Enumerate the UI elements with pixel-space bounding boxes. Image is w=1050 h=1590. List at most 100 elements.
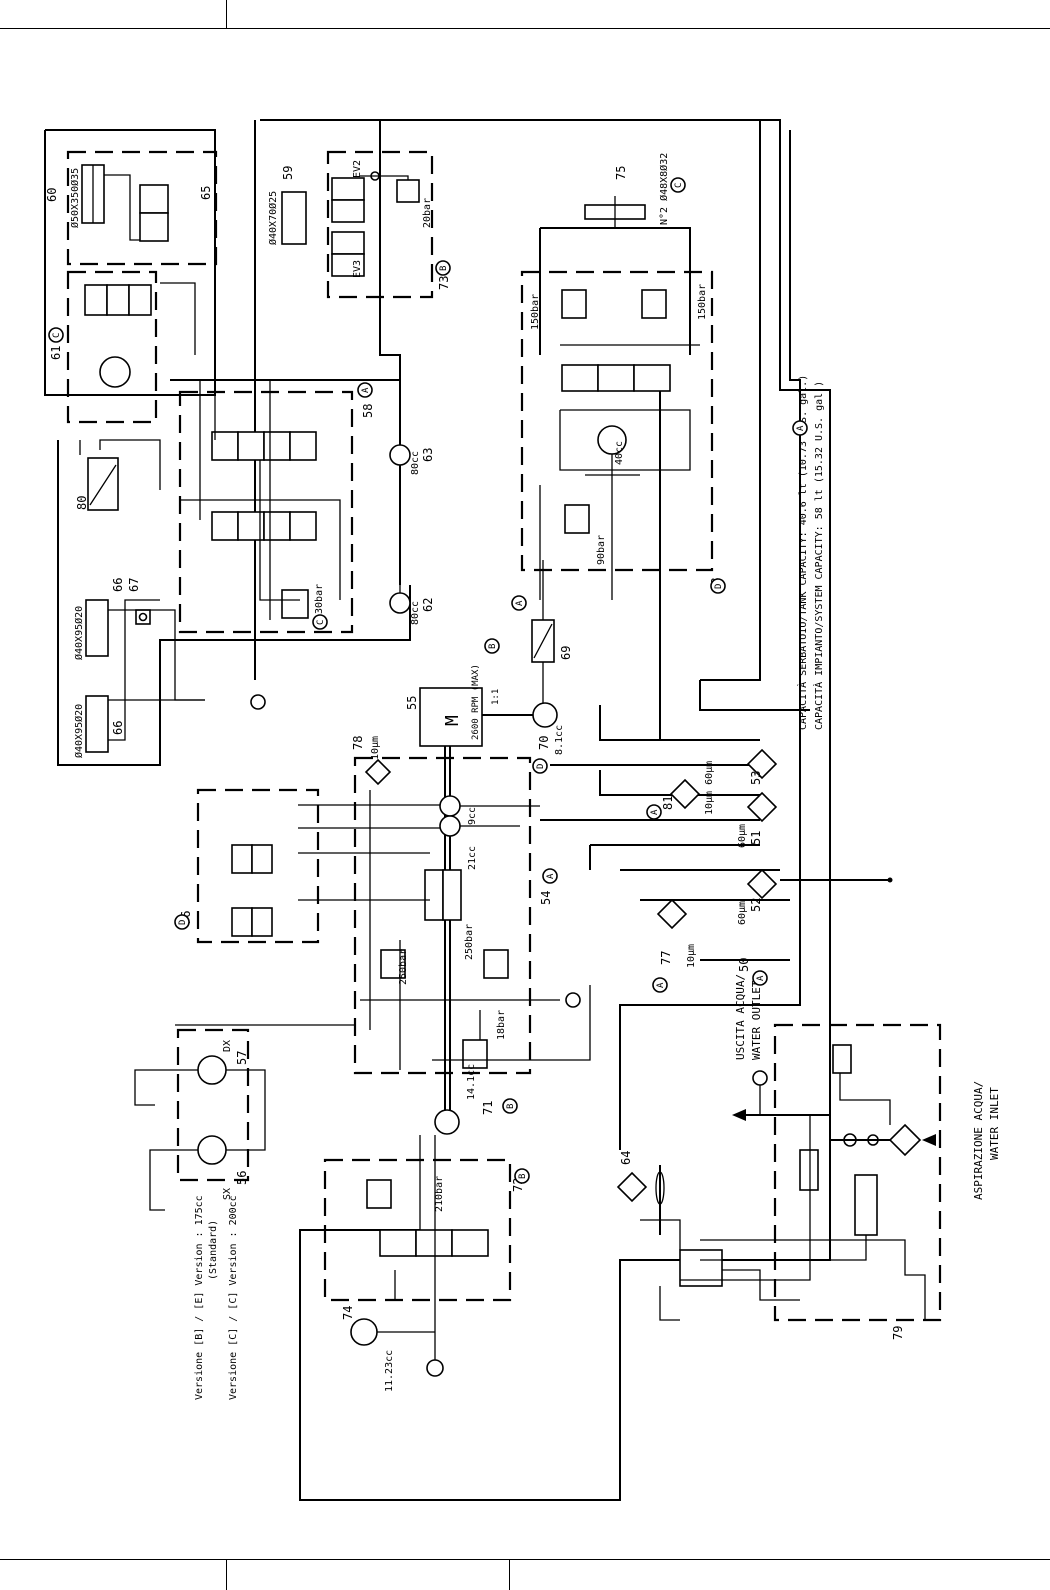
marker-a-2 [792,420,808,436]
label-70: 70 [537,736,551,750]
label-filter-51: 60μm [737,824,748,848]
label-58: 58 [361,404,375,418]
label-relief-250-b: 250bar [464,924,475,960]
filter-81 [669,778,701,810]
label-cyl75: N°2 Ø48X8Ø32 [658,153,670,225]
motor-55 [419,687,483,747]
gauge-2 [565,992,581,1008]
box-58 [178,390,354,634]
block-54-76-78 [196,756,591,1075]
label-62: 62 [421,598,435,612]
relief-valve-210 [366,1179,392,1209]
marker-b-2-letter: B [488,644,498,649]
marker-a-2-letter: A [796,425,806,431]
box-56-57 [176,1028,250,1182]
block-56-57 [134,1024,356,1211]
label-78: 78 [351,736,365,750]
label-relief-90: 90bar [596,535,607,565]
motors-62-63 [250,444,411,710]
marker-a-6-letter: A [656,982,666,988]
title-frame-top [0,0,1050,29]
label-ev3: EV3 [352,260,363,278]
marker-d-3-letter: D [178,920,188,925]
label-cyl66-b: Ø40X95Ø20 [73,704,85,758]
marker-b-3-letter: B [506,1104,516,1109]
label-59: 59 [281,166,295,180]
footer-cell-left [0,1560,227,1590]
label-relief-210: 210bar [434,1176,445,1212]
pump-57 [197,1055,227,1085]
label-77: 77 [659,951,673,965]
label-relief-18: 18bar [496,1010,507,1040]
valve-65 [139,184,169,214]
label-filter-78: 10μm [370,736,381,760]
label-pump-68: 40cc [614,441,625,465]
label-motor-55: M [442,715,463,726]
filter-water-inlet [888,1123,922,1157]
pump-56 [197,1135,227,1165]
label-65: 65 [199,186,213,200]
label-55: 55 [405,696,419,710]
block-60-61 [44,129,218,424]
relief-valve-150-b [641,289,667,319]
marker-c-3 [312,614,328,630]
marker-d-3 [174,914,190,930]
label-version-standard: (Standard) [208,1220,219,1280]
relief-valve-150-a [561,289,587,319]
label-relief-130: 130bar [314,584,325,620]
pump-74 [350,1318,378,1346]
marker-a-3 [511,595,527,611]
label-water-outlet-en: WATER OUTLET [750,980,763,1060]
label-sx-56: SX [222,1188,233,1200]
label-pump-9cc: 9cc [467,807,478,825]
marker-a-5 [542,868,558,884]
block-68-75 [520,196,714,600]
marker-b-1 [435,260,451,276]
filter-77 [656,898,688,930]
filter-78 [364,758,392,786]
label-71: 71 [481,1101,495,1115]
label-ev2: EV2 [352,160,363,178]
marker-a-4 [646,804,662,820]
label-74: 74 [341,1306,355,1320]
gauge-3 [426,1359,444,1377]
label-system-capacity: CAPACITÀ IMPIANTO/SYSTEM CAPACITY: 58 lt… [812,381,825,730]
motor-63 [389,444,411,466]
block-59-73 [281,150,434,299]
marker-d-1-letter: D [714,584,724,589]
marker-b-2 [484,638,500,654]
label-52: 52 [749,898,763,912]
filter-52 [746,868,778,900]
label-57: 57 [235,1051,249,1065]
label-water-inlet-en: WATER INLET [988,1087,1001,1160]
label-60: 60 [45,188,59,202]
label-69: 69 [559,646,573,660]
label-filter-77: 10μm [686,944,697,968]
motor-55-block [419,560,558,1115]
label-63: 63 [421,448,435,462]
marker-b-4 [514,1168,530,1184]
marker-b-4-letter: B [518,1174,528,1179]
label-79: 79 [891,1326,905,1340]
label-relief-250-a: 250bar [398,949,409,985]
label-tank-capacity: CAPACITÀ SERBATOIO/TANK CAPACITY: 40.6 l… [796,375,809,730]
title-frame-cell [0,0,227,28]
label-version-c: Versione [C] / [C] Version : 200cc [228,1195,239,1400]
marker-a-5-letter: A [546,873,556,879]
label-53: 53 [749,771,763,785]
box-73 [326,150,434,299]
marker-c-2-letter: C [674,183,684,188]
marker-a-1-letter: A [361,387,371,393]
label-67: 67 [127,578,141,592]
block-58 [170,379,400,634]
circle-markers: C A B C A C D A B D A D A A A B B [48,177,808,1184]
box-72 [323,1158,512,1302]
label-73: 73 [437,276,451,290]
box-76 [196,788,320,944]
label-75: 75 [614,166,628,180]
title-frame-bottom [0,1559,1050,1590]
label-pump-74: 11.23cc [384,1350,395,1392]
relief-valve-250-b [483,949,509,979]
label-56: 56 [235,1171,249,1185]
label-relief-150-a: 150bar [530,294,541,330]
